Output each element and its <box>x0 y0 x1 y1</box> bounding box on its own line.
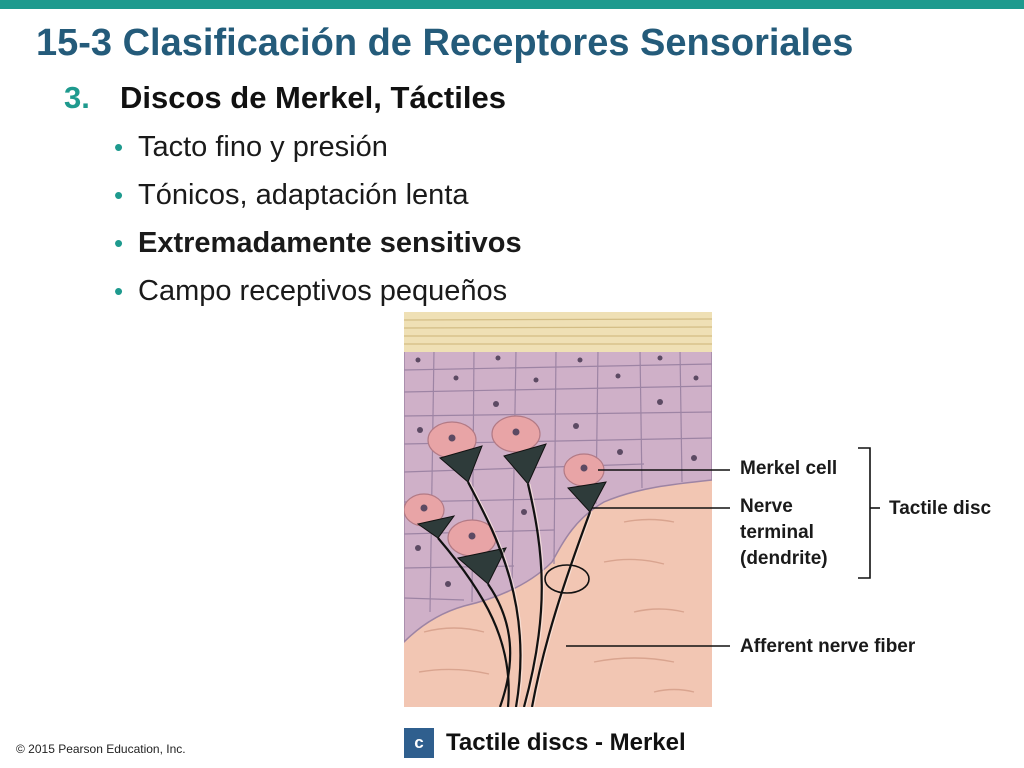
bullet-icon: • <box>114 276 124 306</box>
nerve-terminals <box>416 443 607 585</box>
copyright-notice: © 2015 Pearson Education, Inc. <box>16 742 186 756</box>
nerve-terminal-label-line: (dendrite) <box>740 548 828 569</box>
bullet-text: Tacto fino y presión <box>138 131 388 163</box>
section-title: Discos de Merkel, Táctiles <box>120 80 506 115</box>
nerve-fiber-highlights <box>469 481 593 707</box>
merkel-cell-nuclei <box>420 428 588 540</box>
merkel-disc-illustration <box>404 312 712 707</box>
figure-caption: c Tactile discs - Merkel <box>404 728 686 758</box>
bullet-item: • Tacto fino y presión <box>114 128 522 176</box>
afferent-fiber-label: Afferent nerve fiber <box>740 636 916 657</box>
corneum-lines <box>404 318 712 345</box>
caption-text: Tactile discs - Merkel <box>446 729 686 756</box>
section-heading: 3. Discos de Merkel, Táctiles <box>64 80 506 116</box>
bullet-item: • Extremadamente sensitivos <box>114 224 522 272</box>
bullet-list: • Tacto fino y presión • Tónicos, adaptaci… <box>114 128 522 320</box>
bullet-icon: • <box>114 132 124 162</box>
slide-title: 15-3 Clasificación de Receptores Sensori… <box>36 22 854 64</box>
stratum-corneum <box>404 312 712 352</box>
bullet-item: • Tónicos, adaptación lenta <box>114 176 522 224</box>
afferent-nerve-fibers <box>437 481 592 707</box>
bullet-text: Campo receptivos pequeños <box>138 275 508 307</box>
tactile-disc-label: Tactile disc <box>889 498 992 519</box>
cell-nuclei <box>415 355 699 587</box>
bullet-icon: • <box>114 180 124 210</box>
nerve-terminal-label-line: Nerve <box>740 496 793 517</box>
tactile-disc-bracket <box>858 447 871 579</box>
panel-letter-badge: c <box>404 728 434 758</box>
bullet-item: • Campo receptivos pequeños <box>114 272 522 320</box>
nerve-terminal-label-line: terminal <box>740 522 814 543</box>
magnification-circle <box>544 564 590 594</box>
bullet-icon: • <box>114 228 124 258</box>
bullet-text: Tónicos, adaptación lenta <box>138 179 469 211</box>
bullet-text: Extremadamente sensitivos <box>138 227 522 259</box>
nerve-terminal-label: Nerve terminal (dendrite) <box>740 494 828 572</box>
merkel-cell-label: Merkel cell <box>740 458 838 479</box>
section-number: 3. <box>64 80 90 115</box>
top-accent-bar <box>0 0 1024 9</box>
